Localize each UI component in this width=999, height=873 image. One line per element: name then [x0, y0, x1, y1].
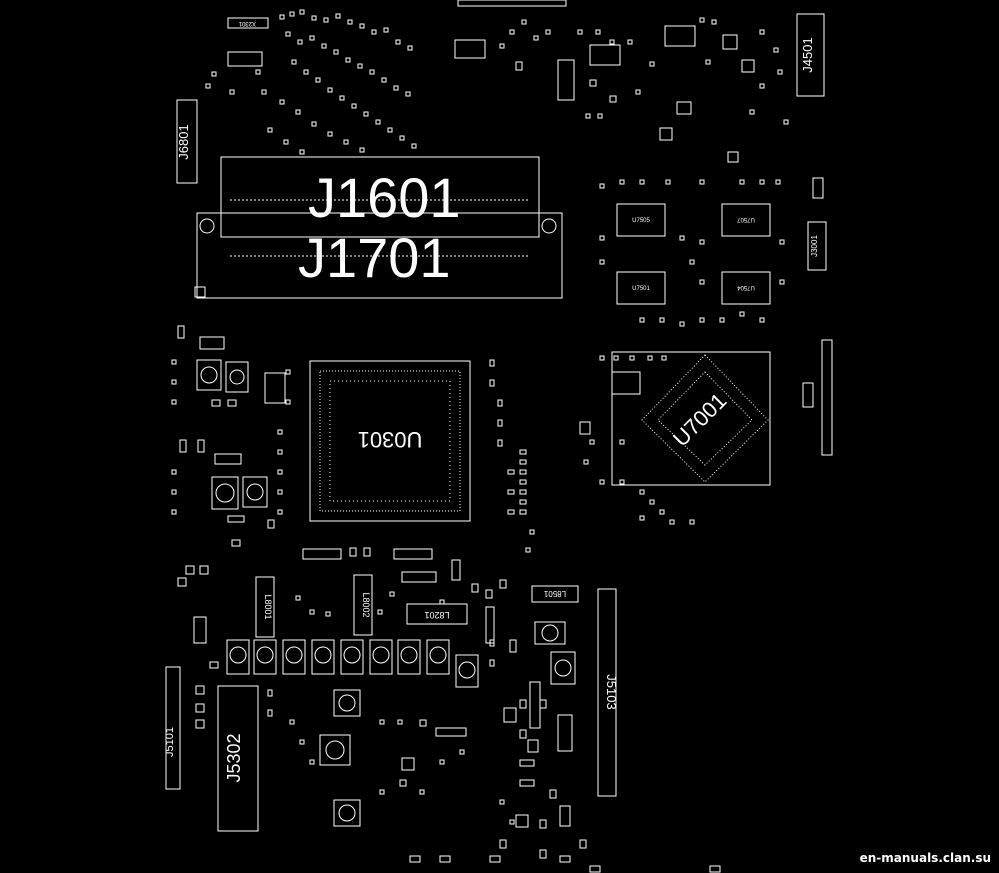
label-j1701: J1701 [298, 226, 451, 289]
label-j3001: J3001 [810, 235, 819, 257]
connector-j5101-outline [165, 666, 181, 790]
label-x2301: X2301 [238, 20, 256, 26]
connector-j5103-outline [597, 588, 617, 797]
connector-right-edge [821, 339, 833, 456]
label-u0301: U0301 [358, 427, 423, 452]
label-u7504: U7504 [737, 284, 755, 290]
chip-u7501-outline [616, 271, 666, 305]
label-u7001: U7001 [668, 388, 732, 452]
label-j5103: J5103 [604, 674, 619, 709]
watermark-text: en-manuals.clan.su [859, 851, 991, 865]
connector-j3001-outline [807, 221, 827, 271]
connector-j4501-outline [796, 13, 825, 97]
chip-u7507-outline [721, 203, 771, 237]
label-j4501: J4501 [800, 37, 815, 72]
chip-u7504-outline [721, 271, 771, 305]
label-j1601: J1601 [308, 166, 461, 229]
chip-u7505-outline [616, 203, 666, 237]
label-l8201: L8201 [424, 610, 449, 620]
connector-j6801-outline [176, 99, 198, 184]
label-j5101: J5101 [164, 727, 176, 757]
connector-j5302-outline [217, 685, 259, 832]
connector-j1701-outline [196, 212, 563, 299]
label-u7505: U7505 [632, 218, 650, 224]
label-l8001: L8001 [263, 594, 273, 619]
label-j6801: J6801 [176, 124, 191, 159]
chip-u0301-outline [309, 360, 471, 522]
label-u7501: U7501 [632, 286, 650, 292]
chip-u7001-outline [611, 351, 771, 486]
label-l8501: L8501 [543, 589, 566, 598]
label-u7507: U7507 [737, 216, 755, 222]
label-j5302: J5302 [224, 733, 244, 782]
connector-j1601-outline [220, 156, 540, 238]
label-l8002: L8002 [361, 592, 371, 617]
